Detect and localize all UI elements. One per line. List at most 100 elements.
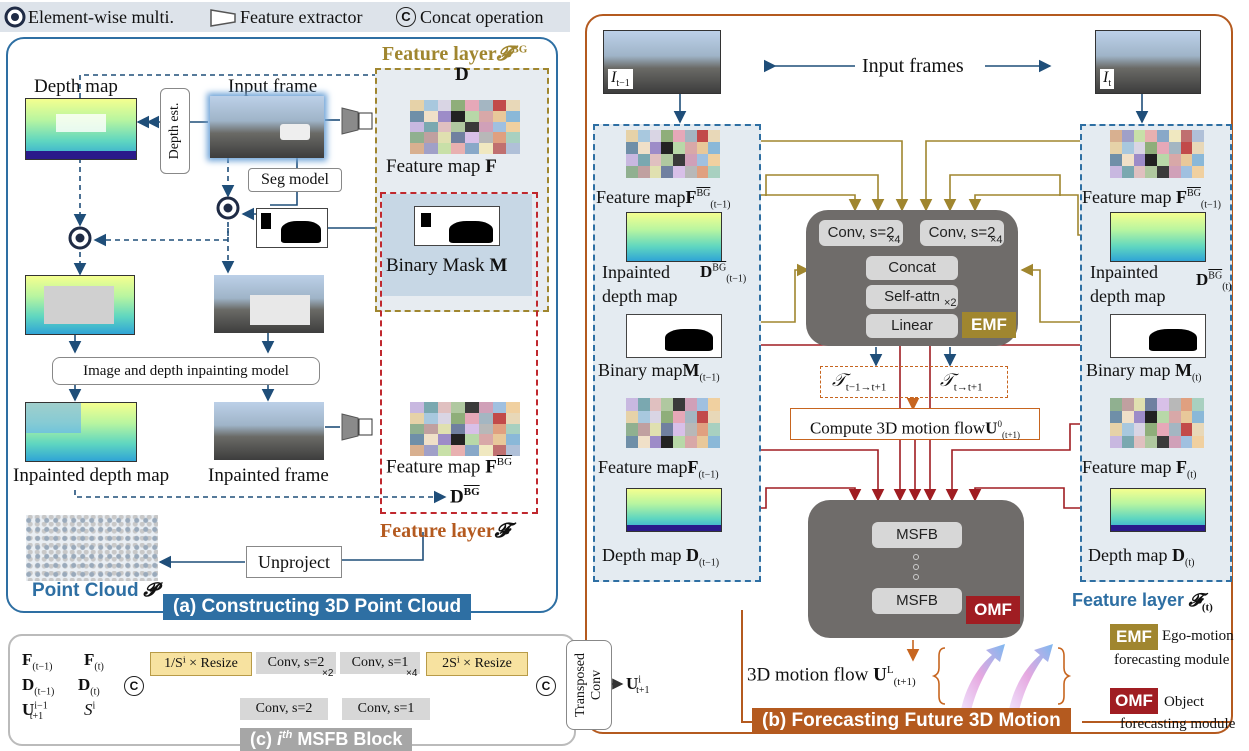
input-frame-curr-image: It [1095,30,1201,94]
feature-layer-label: Feature layer𝓕 [380,520,510,542]
left-depth-map-image [626,488,722,532]
elementwise-multi-icon [4,6,26,28]
emf-concat: Concat [866,256,958,280]
segmentation-mask-image [256,208,328,248]
left-depth-label: Depth map D(t−1) [602,545,720,569]
resize-2-box: 2Sⁱ × Resize [426,652,528,676]
feature-map-F-label: Feature map F [386,156,497,177]
T-prev-label: 𝒯t−1→t+1 [832,370,887,394]
inpainting-model-box: Image and depth inpainting model [52,357,320,385]
omf-msfb-2: MSFB [872,588,962,614]
side-legend-omf-line2: forecasting module [1120,716,1236,732]
unproject-box: Unproject [246,546,342,578]
conv-a-box: Conv, s=2 [256,652,336,674]
msfb-input-F1: F(t−1) [22,650,53,673]
frame-prev-label: It−1 [608,69,633,90]
point-cloud-label: Point Cloud 𝓟 [32,580,158,601]
feature-map-Fbg-image [410,402,520,456]
ellipsis-icon [913,554,919,580]
omf-tag: OMF [966,596,1020,624]
conv-b-times: ×4 [406,668,418,679]
frame-curr-label: It [1100,69,1115,90]
resize-1-box: 1/Sⁱ × Resize [150,652,252,676]
inpainted-depth-label: Inpainted depth map [13,465,170,486]
emf-conv-1-times: ×4 [888,234,901,246]
inpainted-frame-image [214,402,324,460]
feature-extractor-icon-1 [341,107,373,135]
input-frames-label: Input frames [862,55,964,77]
feature-extractor-icon [210,9,236,27]
right-depth-map-image [1110,488,1206,532]
ego-motion-outputs [820,366,1008,398]
right-binary-label: Binary map M(t) [1086,360,1202,384]
seg-model-box: Seg model [248,168,342,192]
depth-estimation-box: Depth est. [160,88,190,174]
msfb-output-U: Uit+1 [626,674,650,697]
right-fmap-label: Feature map F(t) [1082,457,1197,481]
elementwise-multi-node-1 [216,196,240,220]
inpainted-depth-image [25,402,137,462]
emf-self-attn: Self-attn [866,285,958,309]
right-inpainted-depth-image [1110,212,1206,262]
right-binary-map-image [1110,314,1206,358]
feature-layer-t-label: Feature layer 𝓕(t) [1072,590,1213,614]
emf-conv-1: Conv, s=2 [819,220,903,246]
emf-linear: Linear [866,314,958,338]
left-fmap-bg-label: Feature mapFBG(t−1) [596,187,731,211]
panel-a-caption: (a) Constructing 3D Point Cloud [163,594,472,620]
conv-b-box: Conv, s=1 [340,652,420,674]
right-inpainted-symbol: DBG(t) [1196,270,1232,293]
depth-map-label: Depth map [34,76,118,97]
omf-msfb-1: MSFB [872,522,962,548]
point-cloud-image [26,515,158,581]
conv-c-box: Conv, s=2 [240,698,328,720]
compute-flow-box: Compute 3D motion flowU0(t+1) [790,408,1040,440]
left-fmap-label: Feature mapF(t−1) [598,457,719,481]
legend-elem-text: Element-wise multi. [28,7,174,27]
feature-map-Fbg-label: Feature map FBG [386,456,513,478]
depth-map-image [25,98,137,160]
side-legend-omf-line1: Object [1164,694,1204,710]
side-legend-omf-tag: OMF [1110,688,1158,714]
top-legend: Element-wise multi. Feature extractor C … [0,2,570,32]
left-binary-map-image [626,314,722,358]
msfb-input-S: Si [84,700,96,719]
binary-mask-label: Binary Mask M [386,255,508,276]
legend-feat-text: Feature extractor [240,7,363,27]
feature-layer-bg-label: Feature layer𝓕BG [382,43,528,65]
feature-extractor-icon-2 [341,413,373,441]
emf-self-attn-times: ×2 [944,297,957,309]
side-legend-emf-line1: Ego-motion [1162,628,1234,644]
elementwise-multi-node-2 [68,226,92,250]
concat-icon: C [396,7,416,27]
msfb-input-F2: F(t) [84,650,104,673]
conv-d-box: Conv, s=1 [342,698,430,720]
input-frame-prev-image: It−1 [603,30,721,94]
right-depth-label: Depth map D(t) [1088,545,1195,569]
transposed-conv-box: Transposed Conv [566,640,612,730]
feature-layer-region [380,192,538,514]
concat-node-1: C [124,676,144,696]
depth-Dbg-symbol: DBG [450,486,480,508]
emf-conv-2-times: ×4 [990,234,1003,246]
panel-b-caption: (b) Forecasting Future 3D Motion [752,708,1071,734]
msfb-input-U: Ui−1t+1 [22,700,48,723]
legend-concat-text: Concat operation [420,7,544,27]
left-fmap-image [626,398,720,448]
left-binary-label: Binary mapM(t−1) [598,360,720,384]
msfb-input-D2: D(t) [78,675,100,698]
input-frame-label: Input frame [228,76,318,97]
masked-frame-image [214,275,324,333]
right-fmap-image [1110,398,1204,448]
left-fmap-bg-image [626,130,720,178]
left-inpainted-depth-image [626,212,722,262]
input-frame-image [210,96,324,158]
conv-a-times: ×2 [322,668,334,679]
flow-arrows-icon [960,644,1053,715]
left-inpainted-symbol: DBG(t−1) [700,262,747,285]
panel-c-caption: (c) ith MSFB Block [240,728,413,751]
motion-flow-label: 3D motion flow UL(t+1) [747,664,916,689]
emf-tag: EMF [962,312,1016,338]
